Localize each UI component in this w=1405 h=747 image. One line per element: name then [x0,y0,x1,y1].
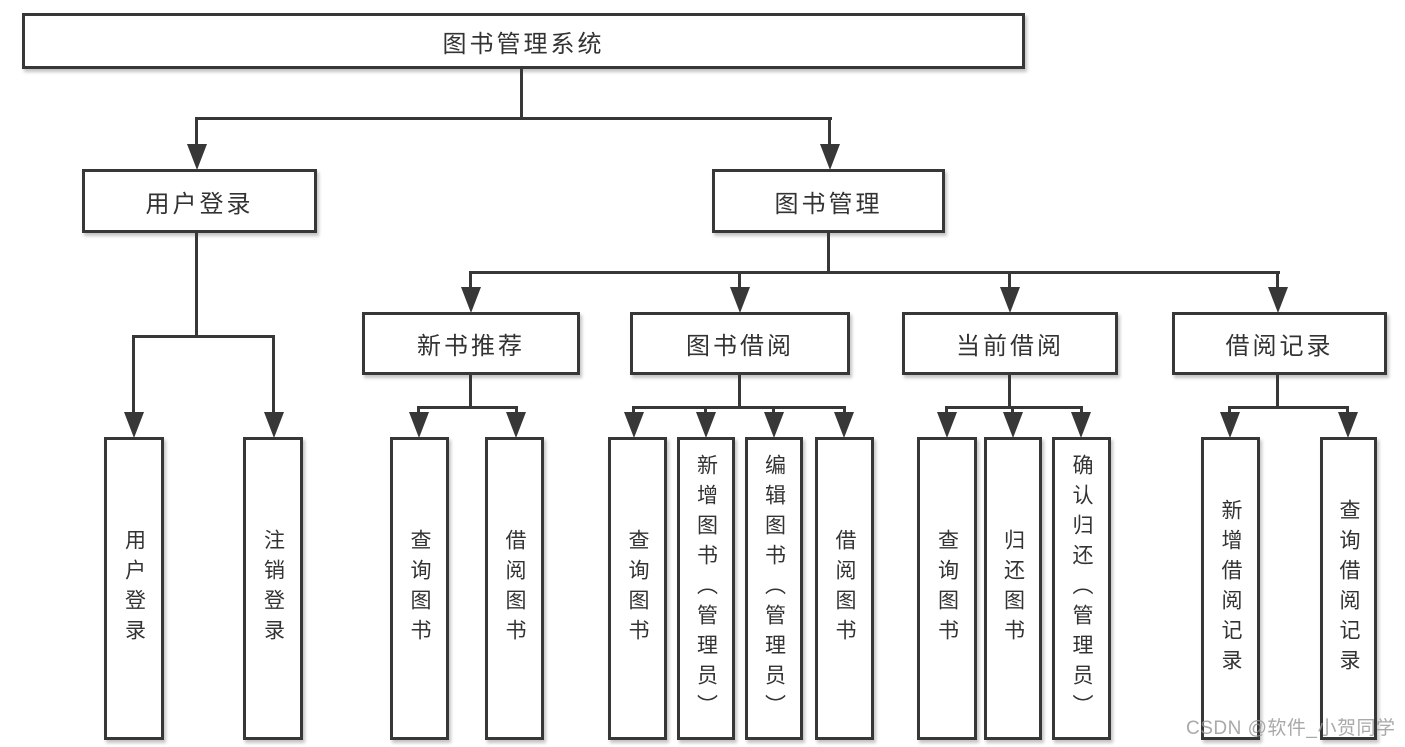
leaf-borrow-books-recommend: 借阅图书 [485,437,544,740]
node-label: 借阅图书 [503,528,526,649]
connector-line [738,273,741,290]
node-label: 用户登录 [145,190,254,218]
connector-line [828,119,831,146]
node-label: 确认归还（管理员） [1070,453,1093,724]
node-label: 新增图书（管理员） [694,453,718,724]
node-library-management-system: 图书管理系统 [22,13,1025,69]
leaf-edit-books-admin: 编辑图书（管理员） [745,437,803,740]
arrow-down-icon [820,144,840,170]
arrow-down-icon [1000,287,1020,313]
connector-line [1008,375,1011,408]
arrow-down-icon [461,287,481,313]
connector-line [417,406,518,409]
arrow-down-icon [124,412,144,438]
node-book-borrow: 图书借阅 [630,312,850,375]
node-label: 查询图书 [626,528,649,649]
node-label: 图书借阅 [686,333,794,360]
connector-line [945,406,1083,409]
connector-line [515,408,518,415]
node-label: 编辑图书（管理员） [762,453,786,724]
node-label: 借阅记录 [1225,333,1334,360]
node-label: 查询图书 [935,528,959,649]
arrow-down-icon [696,412,716,438]
arrow-down-icon [624,412,644,438]
connector-line [1011,408,1014,415]
node-user-login: 用户登录 [82,169,317,233]
leaf-add-books-admin: 新增图书（管理员） [677,437,735,740]
connector-line [132,337,135,414]
arrow-down-icon [1003,412,1023,438]
connector-line [1228,408,1231,415]
connector-line [1276,273,1279,290]
leaf-borrow-books: 借阅图书 [815,437,874,740]
leaf-logout: 注销登录 [243,437,303,740]
node-book-management: 图书管理 [712,169,945,233]
arrow-down-icon [937,412,957,438]
node-label: 注销登录 [261,528,285,649]
arrow-down-icon [506,412,526,438]
leaf-user-login: 用户登录 [104,437,164,740]
arrow-down-icon [1220,412,1240,438]
node-label: 查询图书 [408,528,431,649]
arrow-down-icon [764,412,784,438]
leaf-query-books-recommend: 查询图书 [390,437,449,740]
arrow-down-icon [1268,287,1288,313]
connector-line [1008,273,1011,290]
connector-line [469,273,472,290]
arrow-down-icon [1338,412,1358,438]
connector-line [469,375,472,408]
leaf-add-borrow-record: 新增借阅记录 [1201,437,1260,740]
arrow-down-icon [834,412,854,438]
leaf-query-books-current: 查询图书 [917,437,977,740]
csdn-watermark: CSDN @软件_小贺同学 [1186,718,1396,739]
node-label: 图书管理系统 [442,30,605,58]
connector-line [195,117,832,120]
connector-line [1228,406,1349,409]
connector-line [195,119,198,146]
connector-line [738,375,741,408]
connector-line [520,69,523,120]
leaf-query-borrow-record: 查询借阅记录 [1320,437,1377,740]
leaf-query-books-borrow: 查询图书 [608,437,667,740]
node-label: 借阅图书 [833,528,856,649]
node-new-book-recommend: 新书推荐 [362,312,580,375]
connector-line [827,233,830,274]
node-label: 当前借阅 [956,333,1064,360]
arrow-down-icon [264,412,284,438]
node-current-borrow: 当前借阅 [902,312,1118,375]
connector-line [1080,408,1083,415]
arrow-down-icon [187,144,207,170]
arrow-down-icon [730,287,750,313]
connector-line [417,408,420,415]
node-label: 归还图书 [1001,528,1025,649]
connector-line [1346,408,1349,415]
node-label: 新增借阅记录 [1219,498,1242,679]
connector-line [945,408,948,415]
arrow-down-icon [409,412,429,438]
connector-line [272,337,275,414]
connector-line [632,406,846,409]
connector-line [1276,375,1279,408]
leaf-return-books: 归还图书 [984,437,1042,740]
node-label: 图书管理 [774,190,883,218]
connector-line [772,408,775,415]
connector-line [843,408,846,415]
arrow-down-icon [1071,412,1091,438]
connector-line [704,408,707,415]
node-label: 查询借阅记录 [1337,498,1360,679]
leaf-confirm-return-admin: 确认归还（管理员） [1052,437,1111,740]
connector-line [469,271,1280,274]
connector-line [195,233,198,337]
node-borrow-records: 借阅记录 [1172,312,1387,375]
node-label: 用户登录 [122,528,146,649]
connector-line [132,335,275,338]
node-label: 新书推荐 [417,333,525,360]
connector-line [632,408,635,415]
